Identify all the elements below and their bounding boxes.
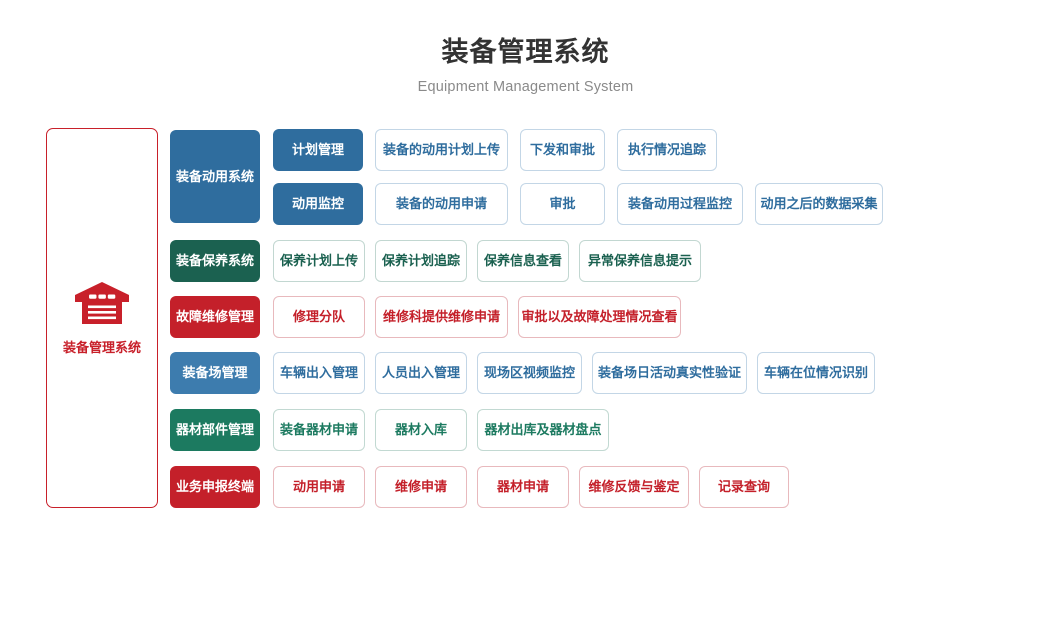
leaf-label: 装备器材申请 [279, 422, 358, 438]
leaf-execution-tracking[interactable]: 执行情况追踪 [617, 129, 717, 171]
leaf-repair-dept-submits-request[interactable]: 维修科提供维修申请 [375, 296, 508, 338]
leaf-label: 下发和审批 [529, 142, 595, 158]
leaf-deployment-process-monitoring[interactable]: 装备动用过程监控 [617, 183, 743, 225]
leaf-label: 车辆在位情况识别 [763, 365, 868, 381]
leaf-approval[interactable]: 审批 [520, 183, 605, 225]
leaf-parts-request[interactable]: 器材申请 [477, 466, 569, 508]
category-equipment-deployment-system[interactable]: 装备动用系统 [170, 130, 260, 223]
leaf-label: 修理分队 [292, 309, 345, 325]
leaf-record-query[interactable]: 记录查询 [699, 466, 789, 508]
warehouse-icon [74, 281, 130, 330]
leaf-label: 人员出入管理 [381, 365, 460, 381]
subcategory-label: 动用监控 [291, 196, 344, 212]
leaf-repair-feedback-and-appraisal[interactable]: 维修反馈与鉴定 [579, 466, 689, 508]
leaf-label: 保养计划上传 [279, 253, 358, 269]
leaf-label: 动用申请 [292, 479, 345, 495]
leaf-label: 装备动用过程监控 [627, 196, 732, 212]
leaf-daily-activity-authenticity-verification[interactable]: 装备场日活动真实性验证 [592, 352, 747, 394]
leaf-label: 维修反馈与鉴定 [588, 479, 680, 495]
leaf-label: 执行情况追踪 [627, 142, 706, 158]
page-subtitle: Equipment Management System [417, 78, 634, 95]
leaf-label: 装备的动用计划上传 [382, 142, 500, 158]
category-label: 业务申报终端 [175, 479, 254, 495]
leaf-label: 维修科提供维修申请 [382, 309, 500, 325]
subcategory-plan-management[interactable]: 计划管理 [273, 129, 363, 171]
leaf-vehicle-presence-recognition[interactable]: 车辆在位情况识别 [757, 352, 875, 394]
leaf-label: 装备的动用申请 [395, 196, 487, 212]
root-node-label: 装备管理系统 [62, 339, 141, 355]
leaf-parts-inbound[interactable]: 器材入库 [375, 409, 467, 451]
leaf-label: 器材入库 [394, 422, 447, 438]
category-business-declaration-terminal[interactable]: 业务申报终端 [170, 466, 260, 508]
category-equipment-maintenance-system[interactable]: 装备保养系统 [170, 240, 260, 282]
leaf-label: 动用之后的数据采集 [760, 196, 878, 212]
page-title: 装备管理系统 [441, 37, 610, 67]
leaf-post-deployment-data-collection[interactable]: 动用之后的数据采集 [755, 183, 883, 225]
leaf-maintenance-plan-upload[interactable]: 保养计划上传 [273, 240, 365, 282]
category-equipment-yard-management[interactable]: 装备场管理 [170, 352, 260, 394]
leaf-label: 现场区视频监控 [483, 365, 575, 381]
leaf-parts-outbound-and-inventory[interactable]: 器材出库及器材盘点 [477, 409, 609, 451]
leaf-approval-and-fault-status-view[interactable]: 审批以及故障处理情况查看 [518, 296, 681, 338]
leaf-label: 审批以及故障处理情况查看 [521, 309, 678, 325]
leaf-label: 器材申请 [496, 479, 549, 495]
root-node-equipment-management[interactable]: 装备管理系统 [46, 128, 158, 508]
leaf-label: 装备场日活动真实性验证 [597, 365, 741, 381]
subcategory-deployment-monitoring[interactable]: 动用监控 [273, 183, 363, 225]
leaf-personnel-access-management[interactable]: 人员出入管理 [375, 352, 467, 394]
leaf-repair-team[interactable]: 修理分队 [273, 296, 365, 338]
leaf-deployment-application[interactable]: 装备的动用申请 [375, 183, 508, 225]
subcategory-label: 计划管理 [291, 142, 344, 158]
leaf-deployment-request[interactable]: 动用申请 [273, 466, 365, 508]
leaf-label: 维修申请 [394, 479, 447, 495]
leaf-deployment-plan-upload[interactable]: 装备的动用计划上传 [375, 129, 508, 171]
leaf-maintenance-info-view[interactable]: 保养信息查看 [477, 240, 569, 282]
leaf-label: 保养计划追踪 [381, 253, 460, 269]
page-header: 装备管理系统 Equipment Management System [0, 0, 1051, 95]
leaf-maintenance-plan-tracking[interactable]: 保养计划追踪 [375, 240, 467, 282]
leaf-label: 异常保养信息提示 [587, 253, 692, 269]
leaf-equipment-parts-request[interactable]: 装备器材申请 [273, 409, 365, 451]
leaf-abnormal-maintenance-alert[interactable]: 异常保养信息提示 [579, 240, 701, 282]
category-label: 装备动用系统 [175, 168, 254, 184]
category-fault-repair-management[interactable]: 故障维修管理 [170, 296, 260, 338]
leaf-label: 记录查询 [717, 479, 770, 495]
leaf-issue-and-approval[interactable]: 下发和审批 [520, 129, 605, 171]
leaf-label: 车辆出入管理 [279, 365, 358, 381]
leaf-label: 审批 [549, 196, 576, 212]
leaf-vehicle-access-management[interactable]: 车辆出入管理 [273, 352, 365, 394]
category-label: 装备保养系统 [175, 253, 254, 269]
category-label: 故障维修管理 [175, 309, 254, 325]
category-equipment-parts-management[interactable]: 器材部件管理 [170, 409, 260, 451]
leaf-label: 器材出库及器材盘点 [484, 422, 602, 438]
leaf-site-video-surveillance[interactable]: 现场区视频监控 [477, 352, 582, 394]
category-label: 器材部件管理 [175, 422, 254, 438]
leaf-label: 保养信息查看 [483, 253, 562, 269]
leaf-repair-request[interactable]: 维修申请 [375, 466, 467, 508]
category-label: 装备场管理 [182, 365, 248, 381]
